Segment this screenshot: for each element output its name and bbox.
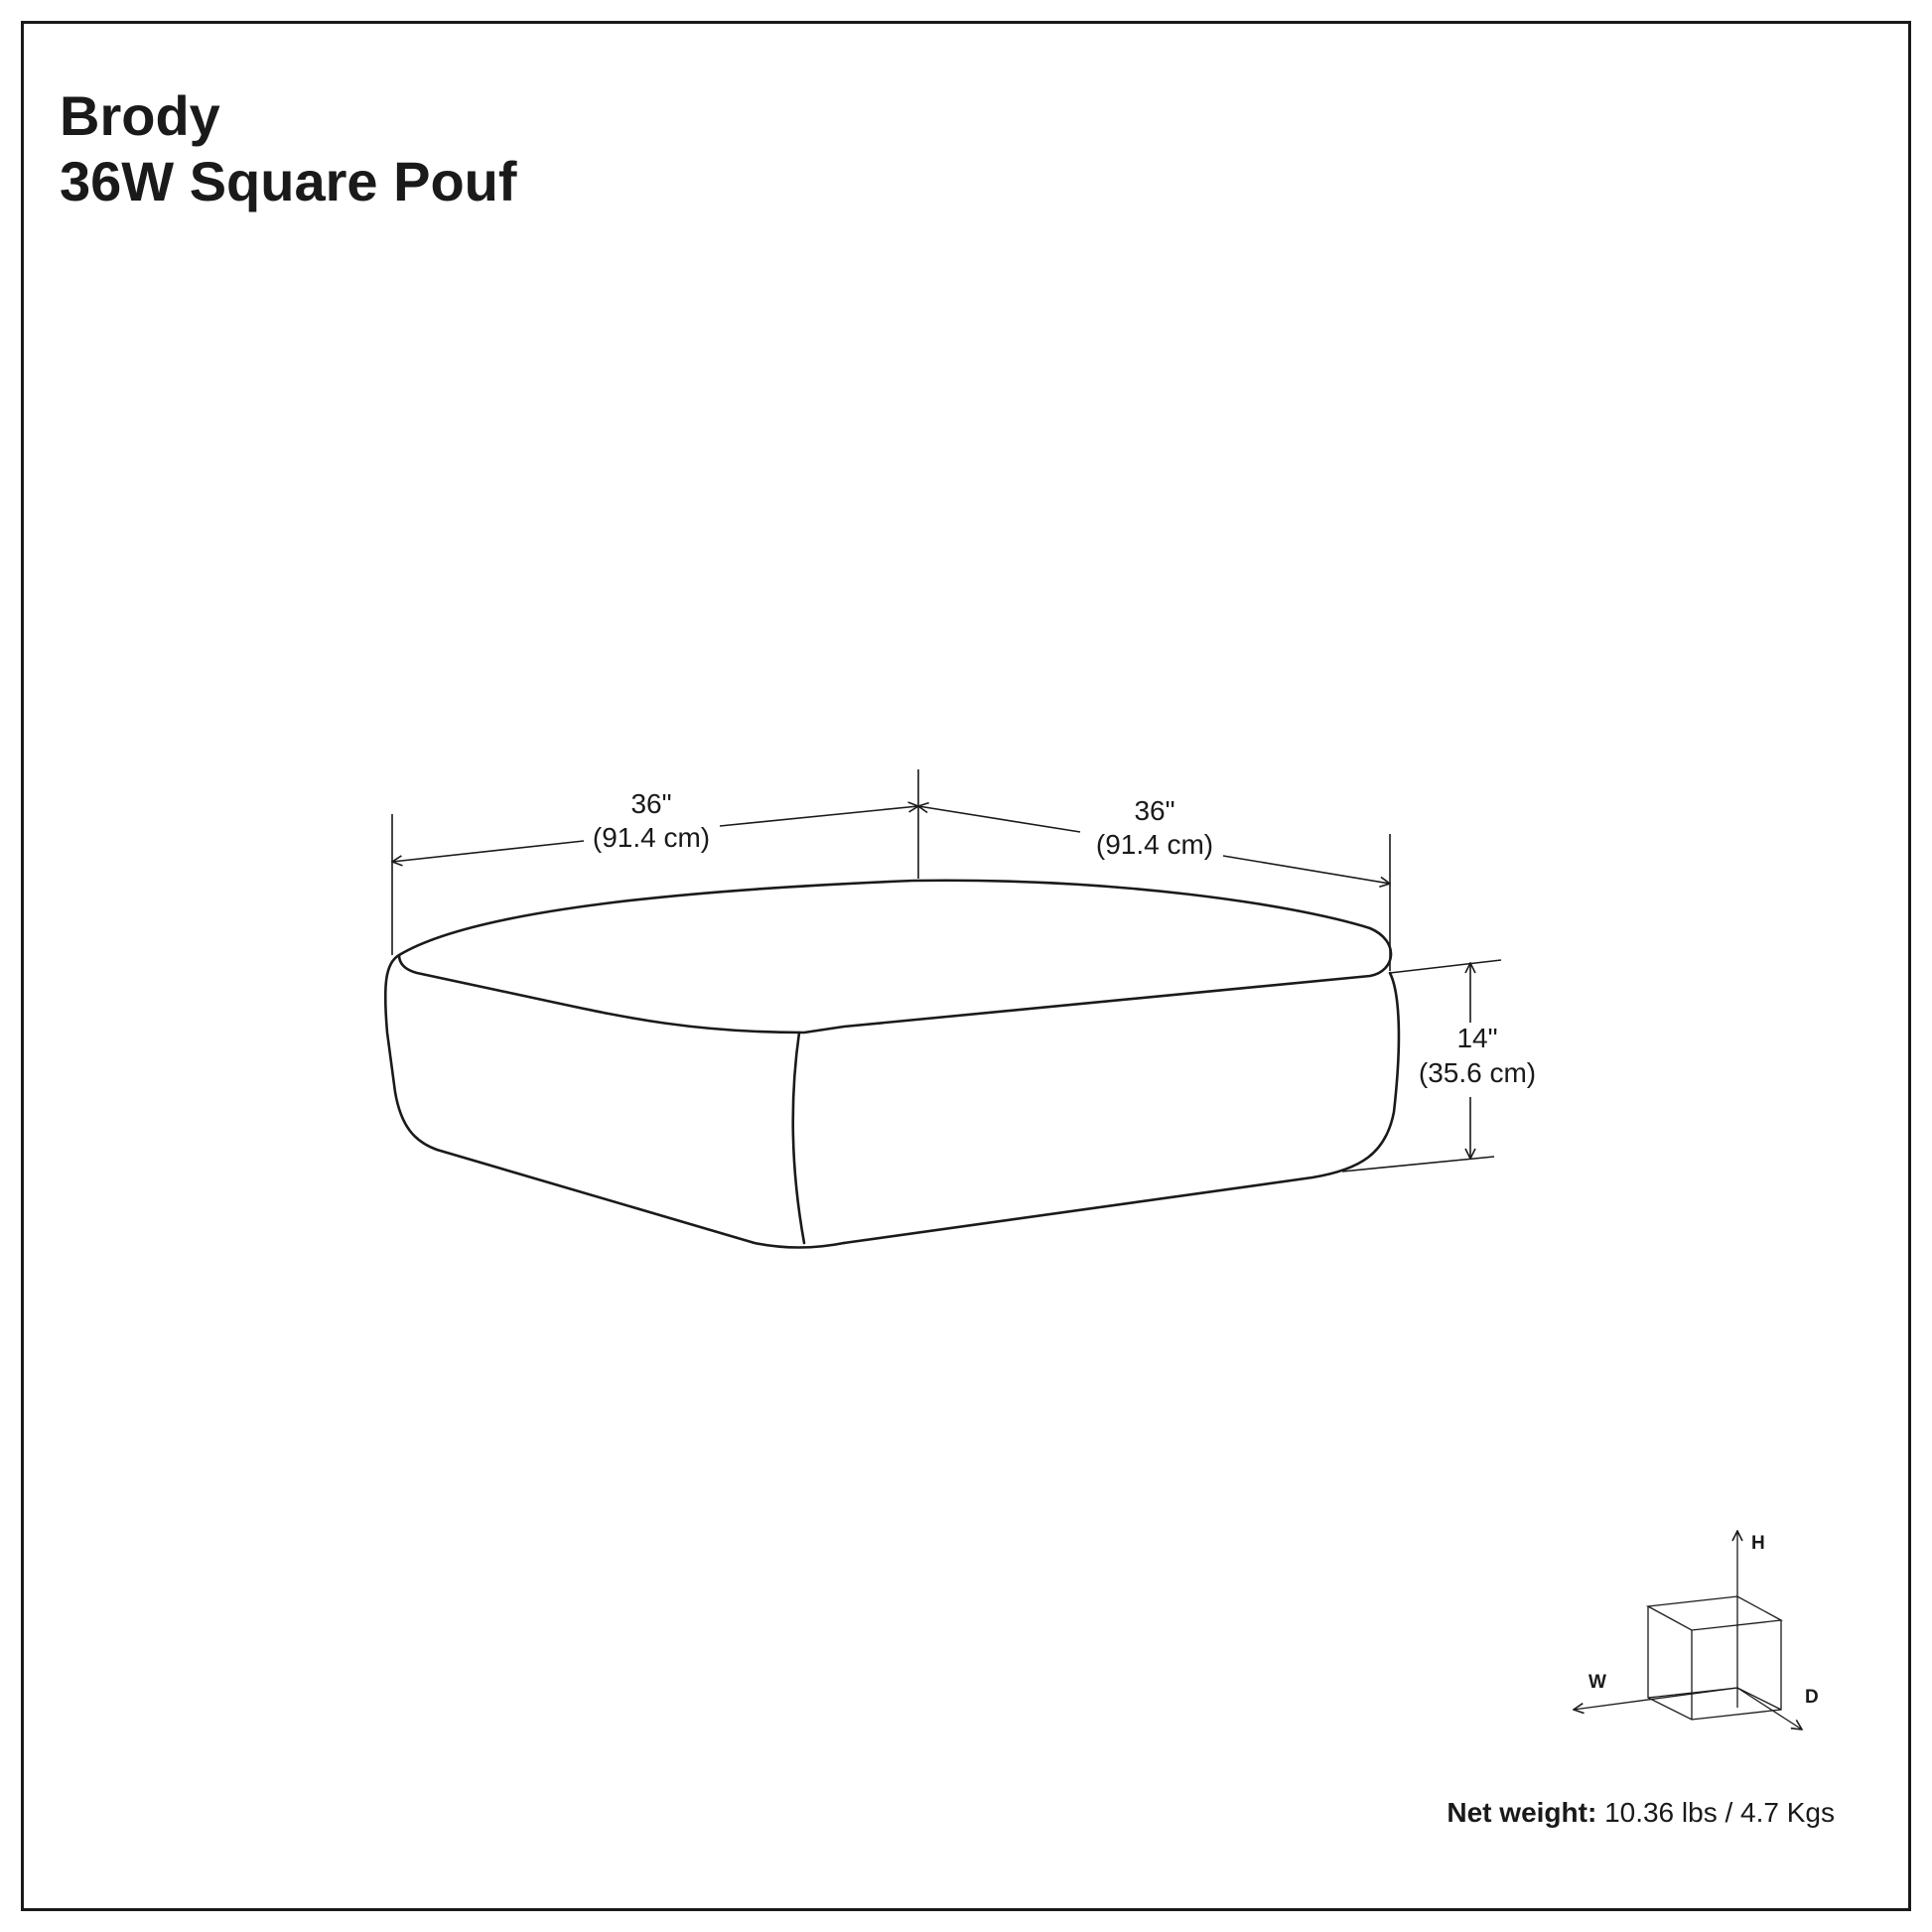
- pouf-front-seam: [791, 1031, 806, 1245]
- pouf-left-side: [383, 953, 846, 1249]
- height-axis-label: H: [1751, 1533, 1765, 1554]
- page-frame: [21, 21, 1911, 1911]
- product-name: Brody: [60, 84, 220, 147]
- width-inches-label: 36": [630, 788, 671, 819]
- pouf-top-surface: [397, 879, 1393, 1035]
- axes-legend-icon: [1574, 1531, 1802, 1729]
- width-dimension-line-1: [392, 840, 585, 862]
- product-title: Brody 36W Square Pouf: [60, 83, 517, 214]
- depth-dimension-line-1: [918, 806, 1081, 833]
- net-weight-value: 10.36 lbs / 4.7 Kgs: [1604, 1797, 1835, 1828]
- height-cm-label: (35.6 cm): [1419, 1057, 1536, 1088]
- depth-cm-label: (91.4 cm): [1096, 829, 1213, 860]
- net-weight: Net weight: 10.36 lbs / 4.7 Kgs: [1447, 1797, 1835, 1829]
- depth-dimension-line-2: [1222, 855, 1390, 884]
- depth-axis-line: [1736, 1687, 1802, 1729]
- pouf-right-side: [842, 971, 1401, 1245]
- cube-icon: [1645, 1595, 1784, 1721]
- pouf-outline: [383, 879, 1401, 1249]
- width-dimension: [392, 769, 918, 955]
- width-axis-label: W: [1588, 1672, 1606, 1693]
- width-cm-label: (91.4 cm): [593, 822, 710, 853]
- width-dimension-line-2: [719, 806, 918, 827]
- height-dimension: [1341, 959, 1502, 1173]
- height-extension-line-top: [1389, 959, 1502, 974]
- product-model: 36W Square Pouf: [60, 150, 517, 212]
- height-inches-label: 14": [1456, 1023, 1497, 1053]
- depth-inches-label: 36": [1134, 795, 1174, 826]
- depth-axis-label: D: [1805, 1687, 1819, 1708]
- depth-dimension: [918, 806, 1390, 971]
- net-weight-label: Net weight:: [1447, 1797, 1597, 1828]
